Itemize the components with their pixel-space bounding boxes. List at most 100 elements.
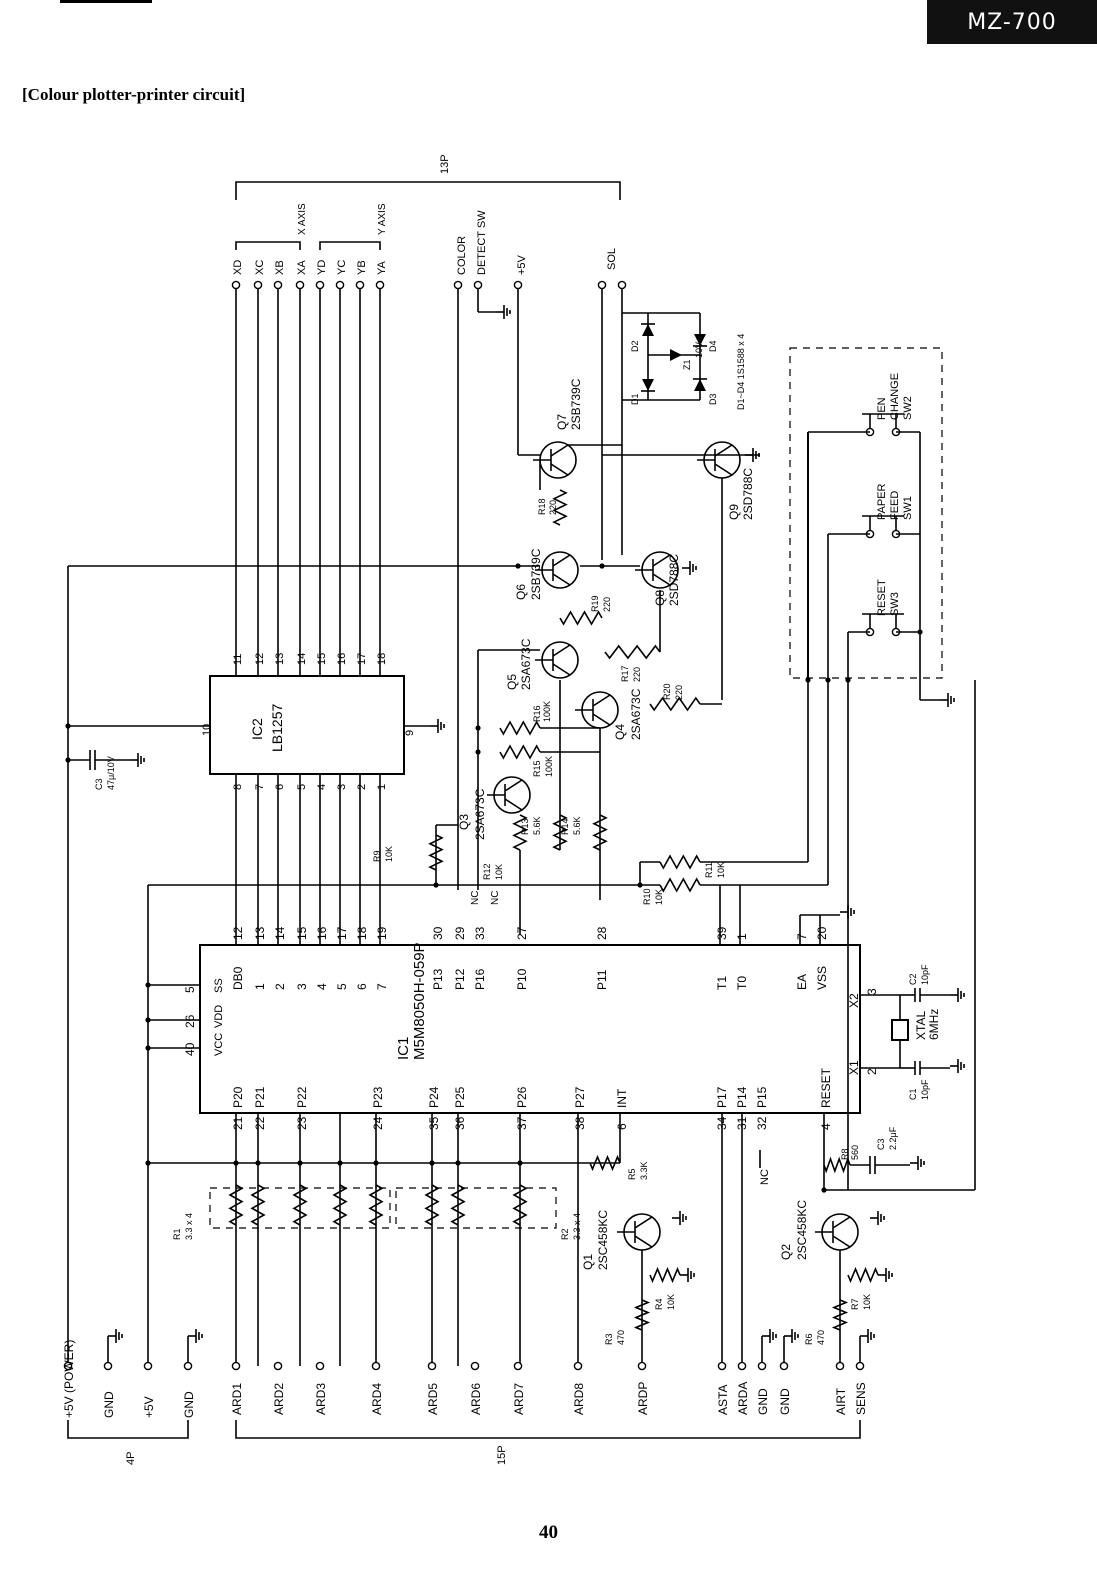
resistor-r10 <box>659 877 701 893</box>
y-axis-bracket <box>319 241 381 250</box>
q2-ground <box>870 1211 885 1225</box>
ic1-top-pin-label: P11 <box>595 969 609 990</box>
transistor-collector <box>832 1216 851 1229</box>
ic1-top-pin-label: P13 <box>431 968 445 990</box>
connector-15p-bracket <box>235 1420 861 1439</box>
r4-ground <box>680 1268 695 1282</box>
connector-13p-pin-label: YA <box>376 260 388 275</box>
q2-ref: Q2 <box>779 1244 793 1260</box>
r20-ref: R20 <box>662 683 672 700</box>
diode-d2 <box>642 324 654 336</box>
transistor-q1 <box>617 1213 661 1251</box>
transistor-emitter <box>504 798 523 811</box>
r1-ref: R1 <box>172 1228 182 1240</box>
junction-dot <box>917 629 923 635</box>
q6-part: 2SB739C <box>529 548 543 600</box>
connector-15p-pin <box>779 1361 789 1371</box>
ic1-top-pin-label: P12 <box>453 968 467 990</box>
ic1-right-pin-number: 3 <box>865 988 879 995</box>
ic2-ref: IC2 <box>249 718 265 740</box>
ic1-top-pin-label: T1 <box>715 976 729 990</box>
ic1-top-pin-number: 17 <box>335 926 349 940</box>
q4-ref: Q4 <box>613 724 627 740</box>
resistor-array-r2 <box>395 1187 557 1229</box>
connector-15p-pin <box>717 1361 727 1371</box>
ic1-top-pin-number: 20 <box>815 926 829 940</box>
junction-dot <box>475 749 481 755</box>
r8-value: 560 <box>850 1145 860 1160</box>
diode-part-label: D1~D4 1S1588 x 4 <box>736 334 746 410</box>
connector-13p-pin-label: XB <box>274 260 286 275</box>
connector-13p-pin-yd <box>315 280 325 290</box>
connector-15p-gnd1 <box>762 1329 777 1343</box>
junction-dot <box>145 1160 151 1166</box>
switch-ref: SW1 <box>902 496 914 520</box>
transistor-collector <box>552 644 571 657</box>
connector-15p-pin <box>427 1361 437 1371</box>
junction-dot <box>845 677 851 683</box>
connector-15p-pin-label: ARDP <box>636 1382 650 1415</box>
detect-sw-label: DETECT SW <box>476 210 488 275</box>
q9-ground <box>745 448 760 462</box>
connector-15p-pin <box>855 1361 865 1371</box>
transistor-q3 <box>487 776 531 814</box>
ic1-top-pin-number: 12 <box>231 926 245 940</box>
connector-15p-pin-label: ARD5 <box>426 1383 440 1415</box>
ic1-top-pin-label: 2 <box>273 983 287 990</box>
r5-value: 3.3K <box>639 1161 649 1180</box>
connector-13p-pin-xc <box>253 280 263 290</box>
connector-15p-pin-label: ARD3 <box>314 1383 328 1415</box>
resistor-r7 <box>847 1266 879 1284</box>
r9-ref: R9 <box>372 850 382 862</box>
connector-15p-pin <box>371 1361 381 1371</box>
ic1-top-pin-number: 16 <box>315 926 329 940</box>
connector-15p-pin <box>513 1361 523 1371</box>
transistor-q2 <box>815 1213 859 1251</box>
r16-value: 100K <box>542 701 552 722</box>
junction-dot <box>825 677 831 683</box>
diode-d4-label: D4 <box>708 340 718 352</box>
diode-d4 <box>694 334 706 346</box>
ic1-bottom-pin-number: 38 <box>573 1116 587 1130</box>
ic1-left-pin-number: 5 <box>183 986 197 993</box>
transistor-emitter <box>634 1235 653 1248</box>
resistor-r20 <box>649 696 701 712</box>
r10-ref: R10 <box>642 888 652 905</box>
q5-part: 2SA673C <box>519 638 533 690</box>
ic1-top-pin-number: 18 <box>355 926 369 940</box>
connector-15p-pin <box>231 1361 241 1371</box>
connector-15p-pin-label: ARD6 <box>469 1383 483 1415</box>
connector-4p-bracket <box>67 1420 189 1439</box>
q1-ref: Q1 <box>581 1254 595 1270</box>
ic1-top-pin-number: 39 <box>715 926 729 940</box>
connector-15p-pin-label: ARD1 <box>230 1383 244 1415</box>
ic1-top-pin-label: EA <box>795 974 809 990</box>
connector-13p-pin-label: YD <box>316 260 328 275</box>
ic1-bottom-pin-number: 24 <box>371 1116 385 1130</box>
ic2-bottom-pin-number: 1 <box>376 784 388 790</box>
connector-13p-pin-ya <box>375 280 385 290</box>
ic2-top-pin-number: 15 <box>316 653 328 665</box>
ic1-bottom-pin-number: 36 <box>453 1116 467 1130</box>
r18-value: 220 <box>548 500 558 515</box>
connector-13p-pin-5v <box>513 280 523 290</box>
ic1-ref: IC1 <box>395 1037 412 1060</box>
zener-label: Z1 <box>682 359 692 370</box>
q9-part: 2SD788C <box>741 468 755 520</box>
connector-4p-pin <box>183 1361 193 1371</box>
connector-13p-bracket <box>235 181 621 200</box>
diode-d1 <box>642 379 654 391</box>
transistor-collector <box>550 444 569 457</box>
r17-ref: R17 <box>620 665 630 682</box>
c1-ground <box>950 1059 965 1073</box>
r9-value: 10K <box>384 846 394 862</box>
ic1-top-pin-number: 14 <box>273 926 287 940</box>
connector-15p-pin-label: GND <box>756 1388 770 1415</box>
ic2-box <box>209 675 405 775</box>
ic1-left-pin-label: VCC <box>213 1033 225 1056</box>
connector-13p-pin-label: XD <box>232 260 244 275</box>
connector-4p-pin <box>143 1361 153 1371</box>
q7-part: 2SB739C <box>569 378 583 430</box>
r6-value: 470 <box>816 1330 826 1345</box>
connector-13p-pin-label: XC <box>254 260 266 275</box>
